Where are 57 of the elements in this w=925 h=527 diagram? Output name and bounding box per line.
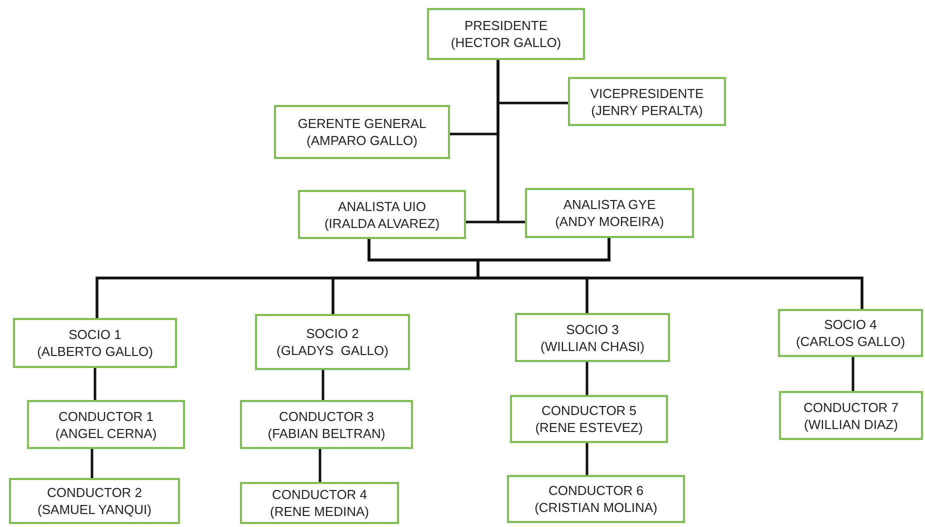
org-box: [507, 475, 685, 523]
org-box: [515, 313, 670, 362]
org-box: [240, 400, 413, 449]
person-name: (HECTOR GALLO): [450, 34, 562, 51]
org-box: [255, 314, 410, 370]
role-title: SOCIO 3: [566, 320, 619, 338]
connector-line: [852, 357, 854, 391]
person-name: (WILLIAN CHASI): [540, 338, 644, 354]
role-title: PRESIDENTE: [464, 17, 548, 34]
org-box: [274, 105, 450, 159]
person-name: (RENE ESTEVEZ): [535, 419, 643, 436]
person-name: (CARLOS GALLO): [796, 333, 906, 350]
connector-line: [318, 449, 322, 482]
person-name: (ALBERTO GALLO): [37, 343, 153, 360]
role-title: CONDUCTOR 2: [46, 484, 142, 501]
role-title: CONDUCTOR 7: [803, 398, 899, 416]
role-title: SOCIO 1: [68, 326, 122, 343]
connector-line: [476, 238, 864, 309]
org-box: [27, 400, 185, 449]
org-box: [13, 318, 177, 368]
org-box: [778, 309, 923, 357]
connector-line: [496, 60, 525, 224]
person-name: (ANDY MOREIRA): [555, 213, 664, 230]
person-name: (GLADYS GALLO): [276, 342, 388, 359]
person-name: (RENE MEDINA): [270, 503, 369, 520]
person-name: (AMPARO GALLO): [306, 132, 418, 149]
person-name: (ANGEL CERNA): [55, 424, 157, 442]
org-box: [779, 391, 923, 440]
org-box: [240, 482, 399, 524]
role-title: SOCIO 4: [824, 316, 877, 333]
role-title: VICEPRESIDENTE: [590, 84, 704, 102]
role-title: CONDUCTOR 6: [548, 482, 644, 499]
person-name: (CRISTIAN MOLINA): [534, 499, 658, 516]
person-name: (JENRY PERALTA): [591, 102, 703, 118]
org-box: [510, 395, 668, 443]
org-box: [568, 77, 726, 126]
connector-line: [322, 370, 324, 400]
role-title: CONDUCTOR 4: [272, 486, 368, 503]
person-name: (FABIAN BELTRAN): [268, 424, 386, 442]
connector-line: [94, 368, 96, 400]
role-title: CONDUCTOR 1: [58, 408, 154, 424]
person-name: (WILLIAN DIAZ): [804, 416, 898, 432]
role-title: ANALISTA GYE: [563, 196, 656, 213]
connector-line: [586, 362, 588, 395]
connector-line: [90, 449, 94, 478]
person-name: (IRALDA ALVAREZ): [324, 214, 440, 232]
role-title: CONDUCTOR 5: [541, 402, 637, 419]
role-title: GERENTE GENERAL: [298, 115, 426, 132]
org-box: [427, 8, 585, 60]
person-name: (SAMUEL YANQUI): [38, 501, 152, 518]
connector-line: [586, 443, 588, 475]
role-title: ANALISTA UIO: [338, 198, 426, 214]
role-title: CONDUCTOR 3: [278, 408, 374, 424]
org-box: [9, 478, 180, 524]
org-box: [298, 190, 466, 239]
role-title: SOCIO 2: [306, 325, 359, 342]
org-box: [525, 188, 694, 238]
